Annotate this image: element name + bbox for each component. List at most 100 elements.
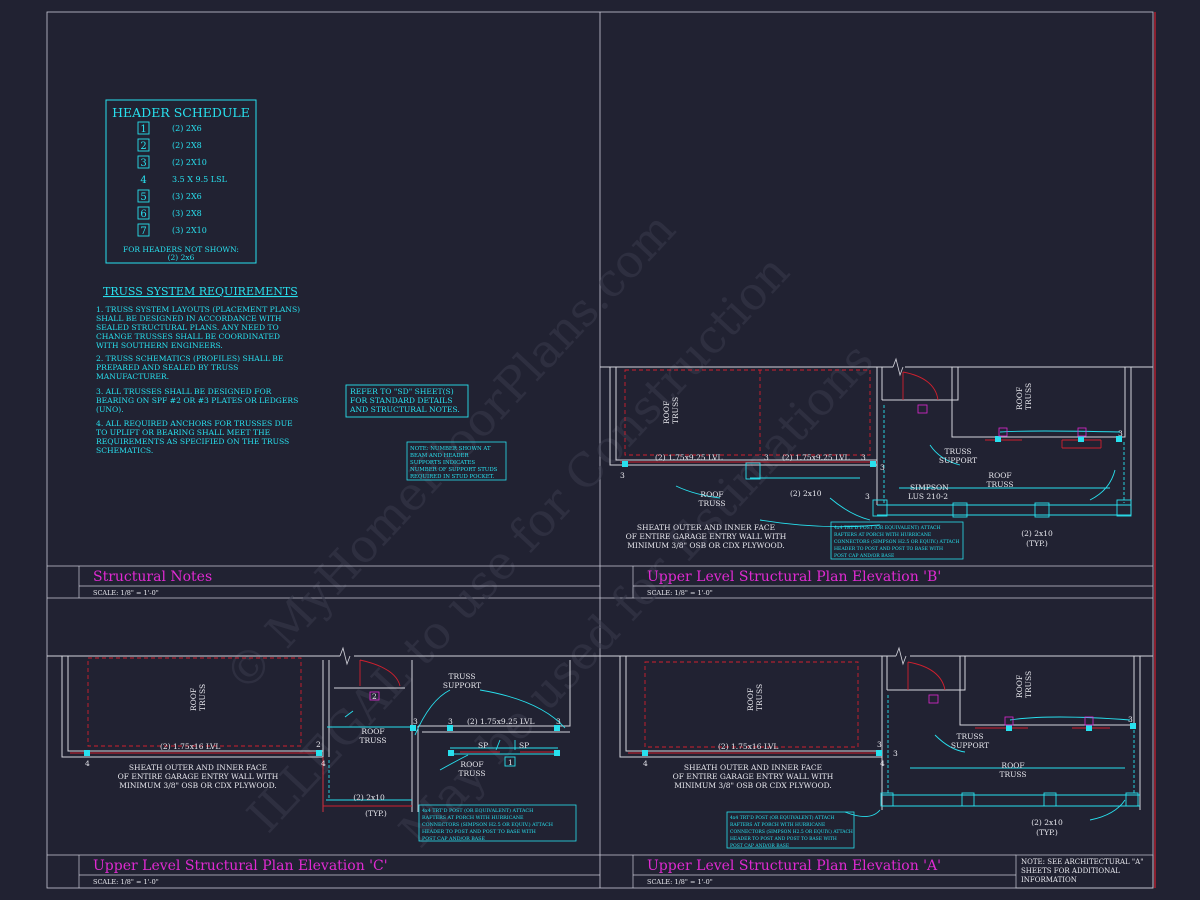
refer-note-line: FOR STANDARD DETAILS [350, 396, 452, 405]
label-roof-truss-c1: ROOF [189, 688, 198, 711]
panel-scale-structural-notes: SCALE: 1/8" = 1'-0" [93, 589, 159, 597]
stud-count: 2 [372, 692, 377, 701]
label-sheath-a: MINIMUM 3/8" OSB OR CDX PLYWOOD. [674, 781, 832, 790]
post-note-line: POST CAP AND/OR BASE [834, 553, 894, 559]
label-sp-c2: SP [519, 741, 529, 750]
panel-scale-elev-b: SCALE: 1/8" = 1'-0" [647, 589, 713, 597]
schedule-mark: 2 [140, 141, 146, 152]
schedule-footer-1: FOR HEADERS NOT SHOWN: [123, 245, 239, 254]
label-roof-truss-a3: ROOF [1001, 761, 1024, 770]
post-note-line: HEADER TO POST AND POST TO BASE WITH [422, 829, 536, 835]
title-strips [47, 565, 1154, 889]
refer-note-line: AND STRUCTURAL NOTES. [349, 405, 460, 414]
panel-title-elev-b: Upper Level Structural Plan Elevation 'B… [647, 569, 941, 585]
panel-scale-elev-a: SCALE: 1/8" = 1'-0" [647, 878, 713, 886]
truss-req-line: WITH SOUTHERN ENGINEERS. [96, 341, 223, 350]
schedule-mark: 5 [140, 192, 146, 203]
label-roof-truss-c2: ROOF [361, 727, 384, 736]
label-roof-truss-c3: ROOF [460, 760, 483, 769]
plan-elevation-c: ROOF TRUSS (2) 1.75x16 LVL ROOF TRUSS TR… [47, 646, 600, 842]
stud-count: 3 [861, 453, 866, 462]
post-note-line: CONNECTORS (SIMPSON H2.5 OR EQUIV.) ATTA… [730, 828, 853, 835]
label-roof-truss-a2: TRUSS [1024, 671, 1033, 698]
label-lvl-c1: (2) 1.75x16 LVL [160, 742, 220, 751]
label-roof-truss-c3: TRUSS [458, 769, 485, 778]
label-typ-c: (TYP.) [365, 809, 387, 818]
label-simpson: LUS 210-2 [908, 492, 948, 501]
label-sheath-a: SHEATH OUTER AND INNER FACE [684, 763, 822, 772]
stud-count: 3 [877, 740, 882, 749]
schedule-size: (2) 2X6 [172, 124, 202, 133]
stud-count: 3 [865, 492, 870, 501]
schedule-mark: 6 [140, 209, 146, 220]
stud-count: 3 [1118, 429, 1123, 438]
label-truss-support-b: SUPPORT [939, 456, 977, 465]
stud-count: 3 [556, 717, 561, 726]
truss-req-line: TO UPLIFT OR BEARING SHALL MEET THE [96, 428, 270, 437]
stud-count: 4 [880, 759, 885, 768]
stud-count: 4 [643, 759, 648, 768]
label-hdr-2x10-typ-b: (2) 2x10 [1021, 529, 1053, 538]
schedule-size: (2) 2X8 [172, 141, 202, 150]
label-roof-truss-a2: ROOF [1015, 675, 1024, 698]
stud-count: 3 [764, 453, 769, 462]
label-truss-support-a: TRUSS [956, 732, 983, 741]
post-note-line: HEADER TO POST AND POST TO BASE WITH [730, 836, 837, 842]
stud-count: 3 [620, 471, 625, 480]
label-hdr-2x10-c: (2) 2x10 [353, 793, 385, 802]
panel-scale-elev-c: SCALE: 1/8" = 1'-0" [93, 878, 159, 886]
schedule-size: (3) 2X6 [172, 192, 202, 201]
label-roof-truss-c2: TRUSS [359, 736, 386, 745]
stud-note: NOTE: NUMBER SHOWN AT BEAM AND HEADER SU… [406, 441, 507, 481]
label-simpson: SIMPSON [910, 483, 949, 492]
label-truss-support-c: SUPPORT [443, 681, 481, 690]
label-sheath-b: SHEATH OUTER AND INNER FACE [637, 523, 775, 532]
label-sheath-c: OF ENTIRE GARAGE ENTRY WALL WITH [118, 772, 279, 781]
stud-note-line: NUMBER OF SUPPORT STUDS [410, 467, 498, 473]
label-roof-truss-b3: TRUSS [698, 499, 725, 508]
schedule-size: (3) 2X8 [172, 209, 202, 218]
label-typ-b: (TYP.) [1026, 539, 1048, 548]
post-note-line: HEADER TO POST AND POST TO BASE WITH [834, 546, 943, 552]
bottom-note-line: NOTE: SEE ARCHITECTURAL "A" [1021, 858, 1143, 866]
label-hdr-2x10-b: (2) 2x10 [790, 489, 822, 498]
stud-note-line: SUPPORTS INDICATES [410, 460, 475, 466]
stud-count: 3 [413, 717, 418, 726]
refer-note: REFER TO "SD" SHEET(S) FOR STANDARD DETA… [345, 384, 469, 418]
post-note-line: RAFTERS AT PORCH WITH HURRICANE [422, 815, 524, 821]
label-roof-truss-b1: ROOF [662, 401, 671, 424]
post-note-line: RAFTERS AT PORCH WITH HURRICANE [730, 822, 825, 828]
truss-req-line: CHANGE TRUSSES SHALL BE COORDINATED [96, 332, 280, 341]
stud-count: 3 [1128, 715, 1133, 724]
panel-title-structural-notes: Structural Notes [93, 569, 212, 585]
header-schedule-title: HEADER SCHEDULE [112, 105, 250, 120]
label-roof-truss-a1: TRUSS [755, 684, 764, 711]
schedule-mark: 4 [140, 175, 146, 186]
schedule-mark: 7 [140, 226, 146, 237]
truss-req-line: 2. TRUSS SCHEMATICS (PROFILES) SHALL BE [96, 354, 283, 363]
label-truss-support-c: TRUSS [448, 672, 475, 681]
truss-req-line: 4. ALL REQUIRED ANCHORS FOR TRUSSES DUE [96, 419, 293, 428]
post-note-a: 4x4 TRT'D POST (OR EQUIVALENT) ATTACH RA… [726, 811, 855, 849]
plan-elevation-a: ROOF TRUSS ROOF TRUSS (2) 1.75x16 LVL TR… [600, 646, 1153, 849]
truss-req-line: SCHEMATICS. [96, 446, 153, 455]
label-truss-support-b: TRUSS [944, 447, 971, 456]
label-roof-truss-c1: TRUSS [198, 684, 207, 711]
truss-req-line: BEARING ON SPF #2 OR #3 PLATES OR LEDGER… [96, 396, 298, 405]
label-lvl-a1: (2) 1.75x16 LVL [718, 742, 778, 751]
truss-req-line: SEALED STRUCTURAL PLANS. ANY NEED TO [96, 323, 279, 332]
panel-title-elev-c: Upper Level Structural Plan Elevation 'C… [93, 858, 388, 874]
schedule-footer-2: (2) 2x6 [168, 253, 195, 262]
sheet-border [46, 11, 1154, 889]
header-schedule: HEADER SCHEDULE 1 2 3 4 5 6 7 (2) 2X6 (2… [105, 99, 257, 264]
label-hdr-2x10-typ-a: (2) 2x10 [1031, 818, 1063, 827]
post-note-line: 4x4 TRT'D POST (OR EQUIVALENT) ATTACH [834, 524, 941, 531]
post-note-line: POST CAP AND/OR BASE [422, 836, 486, 842]
bottom-note-line: SHEETS FOR ADDITIONAL [1021, 867, 1120, 875]
label-roof-truss-b2: TRUSS [1024, 383, 1033, 410]
truss-requirements-title: TRUSS SYSTEM REQUIREMENTS [103, 285, 298, 298]
label-lvl-b2: (2) 1.75x9.25 LVL [782, 453, 850, 462]
header-schedule-rows [137, 121, 150, 237]
schedule-mark: 3 [140, 158, 146, 169]
